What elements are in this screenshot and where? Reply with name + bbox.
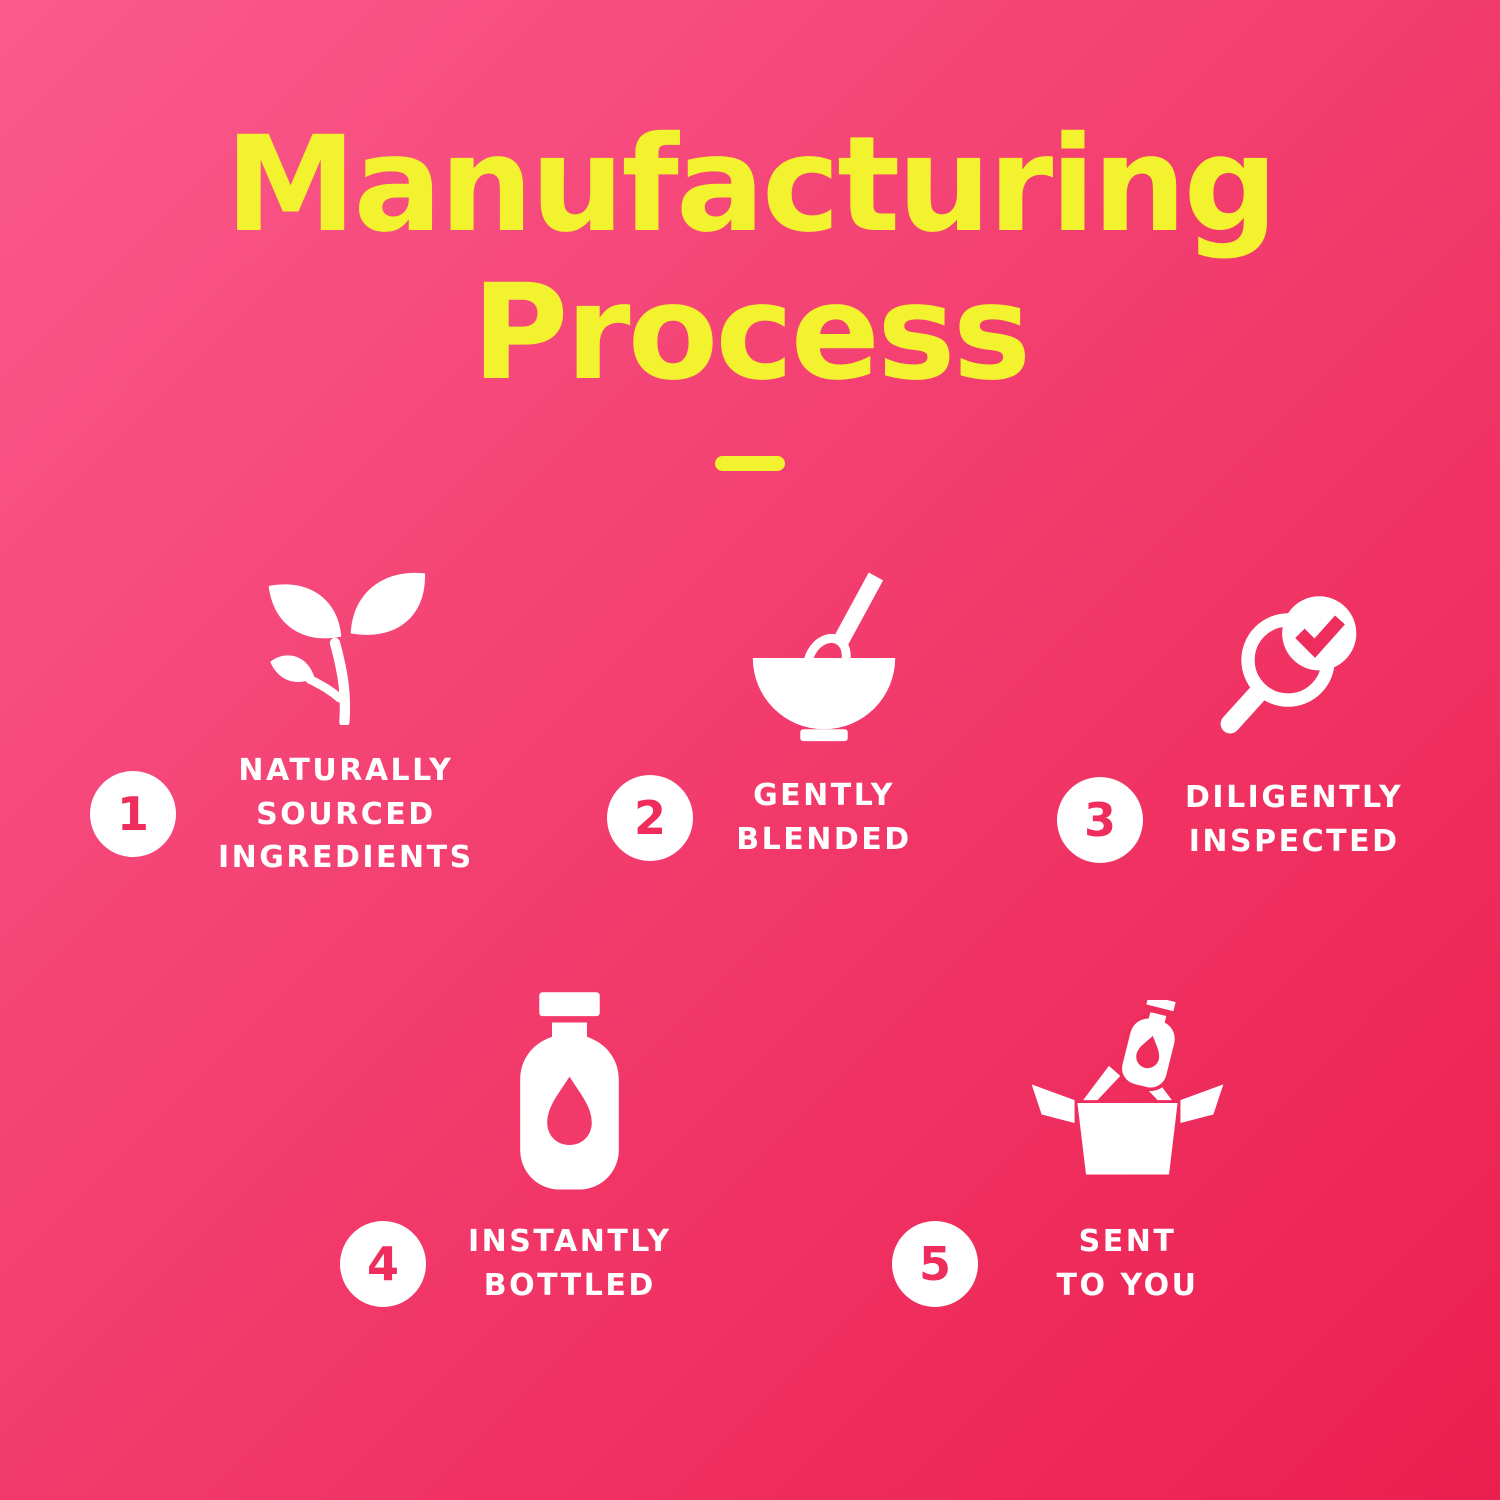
- step-label: NATURALLY SOURCED INGREDIENTS: [218, 753, 474, 875]
- plant-icon: [251, 545, 441, 729]
- step-number: 2: [633, 790, 666, 845]
- step-number: 3: [1083, 792, 1116, 847]
- step-label: INSTANTLY BOTTLED: [468, 1224, 672, 1303]
- step-instantly-bottled: 4 INSTANTLY BOTTLED: [340, 989, 671, 1307]
- step-number-badge: 5: [892, 1220, 978, 1307]
- step-number-badge: 3: [1057, 776, 1143, 863]
- step-label: SENT TO YOU: [1056, 1224, 1199, 1303]
- step-label: GENTLY BLENDED: [736, 778, 912, 857]
- title-underline: [715, 455, 785, 471]
- header: Manufacturing Process: [0, 108, 1500, 471]
- step-number-badge: 4: [340, 1220, 426, 1307]
- step-diligently-inspected: 3 DILIGENTLY INSPECTED: [1057, 574, 1403, 863]
- bowl-whisk-icon: [735, 572, 913, 754]
- step-naturally-sourced: 1 NATURALLY SOURCED INGREDIENTS: [90, 545, 474, 880]
- shipping-box-icon: [1020, 991, 1235, 1190]
- step-number-badge: 1: [90, 771, 176, 858]
- step-number: 4: [366, 1236, 399, 1291]
- magnifier-check-icon: [1205, 574, 1383, 756]
- step-number-badge: 2: [607, 774, 693, 861]
- step-gently-blended: 2 GENTLY BLENDED: [607, 572, 913, 861]
- bottle-icon: [482, 989, 657, 1200]
- step-number: 1: [116, 787, 149, 842]
- step-number: 5: [918, 1236, 951, 1291]
- step-sent-to-you: 5 SENT TO YOU: [892, 991, 1235, 1307]
- step-label: DILIGENTLY INSPECTED: [1185, 780, 1404, 859]
- page-title: Manufacturing Process: [225, 108, 1278, 410]
